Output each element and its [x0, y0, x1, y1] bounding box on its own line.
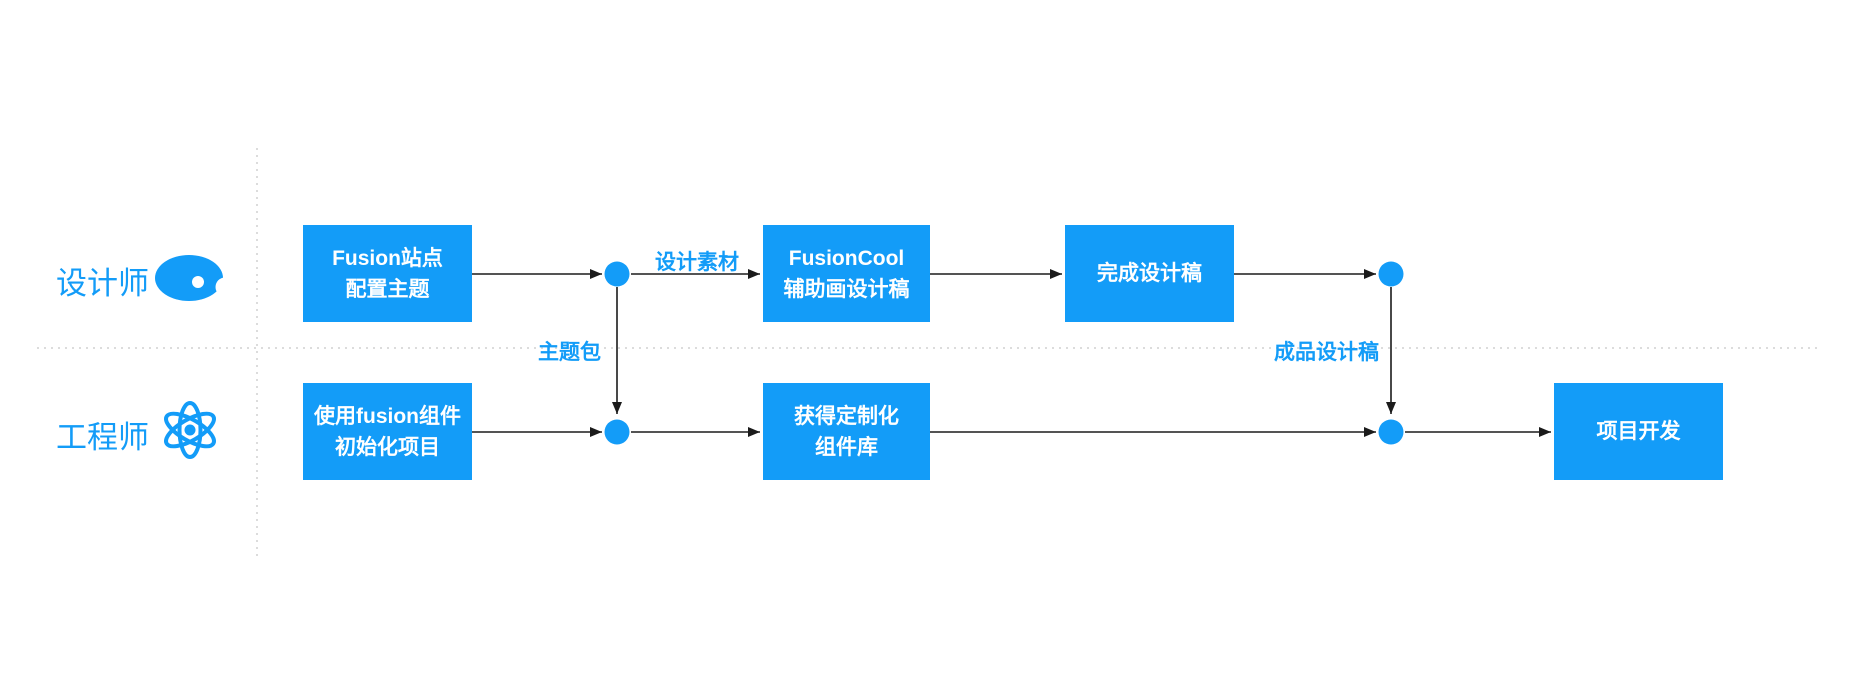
node-text-line: 辅助画设计稿	[783, 277, 910, 301]
junction-dot-designer-right	[1378, 261, 1404, 287]
node-init-project: 使用fusion组件 初始化项目	[303, 383, 472, 480]
node-text-line: Fusion站点	[332, 246, 443, 270]
node-text-line: FusionCool	[788, 246, 905, 270]
node-fusioncool-draft: FusionCool 辅助画设计稿	[763, 225, 930, 322]
node-custom-components: 获得定制化 组件库	[763, 383, 930, 480]
node-text-line: 获得定制化	[794, 404, 899, 428]
node-text-line: 项目开发	[1596, 420, 1681, 443]
node-project-dev: 项目开发	[1554, 383, 1723, 480]
node-finish-design: 完成设计稿	[1065, 225, 1234, 322]
node-text-line: 配置主题	[345, 277, 430, 301]
node-text-line: 组件库	[815, 435, 878, 459]
node-text-line: 使用fusion组件	[314, 404, 461, 428]
junction-dot-designer-left	[604, 261, 630, 287]
edge-label-design-assets: 设计素材	[655, 251, 739, 274]
palette-icon	[155, 255, 225, 301]
lane-label-engineer: 工程师	[56, 420, 149, 455]
node-fusion-site-config: Fusion站点 配置主题	[303, 225, 472, 322]
node-text-line: 完成设计稿	[1097, 262, 1202, 285]
node-text-line: 初始化项目	[335, 435, 440, 459]
edge-label-final-design: 成品设计稿	[1274, 341, 1379, 364]
react-icon	[164, 401, 216, 459]
junction-dot-engineer-left	[604, 419, 630, 445]
junction-dot-engineer-right	[1378, 419, 1404, 445]
lane-label-designer: 设计师	[56, 266, 149, 301]
edge-label-theme-package: 主题包	[538, 341, 601, 364]
